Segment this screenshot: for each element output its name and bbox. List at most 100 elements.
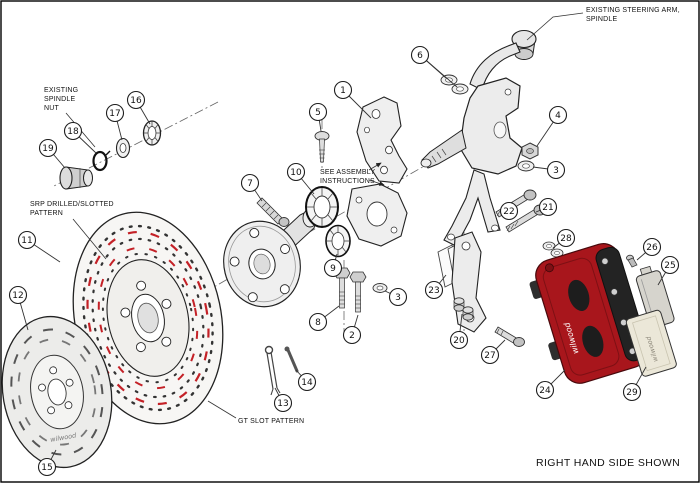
callout-7: 7 (240, 173, 263, 202)
svg-text:16: 16 (130, 96, 142, 106)
callout-29: 29 (622, 366, 647, 402)
svg-text:NUT: NUT (44, 105, 60, 112)
callout-3: 3 (532, 160, 566, 180)
svg-text:24: 24 (539, 386, 551, 396)
callout-10: 10 (286, 162, 315, 195)
callout-8: 8 (308, 305, 340, 332)
callout-26: 26 (636, 237, 662, 261)
svg-text:14: 14 (301, 378, 313, 388)
callout-23: 23 (424, 274, 447, 300)
svg-text:4: 4 (555, 111, 561, 121)
callout-6: 6 (410, 45, 458, 88)
callout-4: 4 (536, 105, 568, 147)
flathead-bolt (314, 131, 330, 163)
svg-text:28: 28 (560, 234, 572, 244)
cotter-pin (264, 345, 281, 396)
caliper: wilwood (529, 243, 649, 384)
flat-washer (372, 283, 388, 293)
svg-text:9: 9 (330, 264, 336, 274)
retaining-ring (92, 150, 111, 172)
svg-text:22: 22 (503, 207, 514, 217)
label-steering-arm: EXISTING STEERING ARM, SPINDLE (526, 7, 680, 41)
callout-27: 27 (480, 339, 506, 365)
svg-text:29: 29 (626, 388, 638, 398)
callout-20: 20 (449, 313, 469, 350)
hub (223, 208, 319, 308)
svg-text:8: 8 (315, 318, 321, 328)
callout-25: 25 (657, 255, 680, 286)
callout-15: 15 (37, 449, 57, 477)
callout-11: 11 (17, 230, 61, 263)
svg-text:EXISTING STEERING ARM,: EXISTING STEERING ARM, (586, 7, 680, 14)
spacers (453, 297, 474, 321)
svg-text:GT SLOT PATTERN: GT SLOT PATTERN (238, 418, 304, 425)
rotor-srp (72, 211, 224, 425)
spindle-nut-hex (521, 142, 539, 160)
callout-24: 24 (535, 369, 566, 400)
label-gt-slot: GT SLOT PATTERN (207, 400, 304, 425)
svg-text:7: 7 (247, 179, 253, 189)
spindle-assembly (420, 29, 537, 247)
label-right-hand: RIGHT HAND SIDE SHOWN (536, 457, 680, 469)
svg-text:SPINDLE: SPINDLE (44, 96, 75, 103)
svg-text:SPINDLE: SPINDLE (586, 16, 617, 23)
link-bolt (494, 326, 525, 347)
brake-pad-inner: wilwood (625, 309, 677, 377)
spindle-pin (420, 129, 467, 169)
rotor-gt: wilwood (1, 315, 113, 469)
callout-13: 13 (273, 387, 293, 413)
tab-washer (115, 137, 131, 159)
svg-text:26: 26 (646, 243, 658, 253)
svg-text:INSTRUCTIONS: INSTRUCTIONS (320, 178, 375, 185)
svg-text:17: 17 (109, 109, 120, 119)
callout-3: 3 (384, 287, 408, 307)
steering-arm (469, 29, 537, 91)
inner-bearing-large (305, 186, 339, 228)
callout-17: 17 (105, 103, 125, 141)
mount-bolt-b (349, 271, 367, 313)
svg-text:19: 19 (42, 144, 54, 154)
svg-text:25: 25 (664, 261, 675, 271)
spindle-washer (517, 160, 535, 172)
callout-2: 2 (342, 314, 362, 345)
svg-text:12: 12 (12, 291, 23, 301)
svg-text:18: 18 (67, 127, 79, 137)
svg-text:13: 13 (277, 399, 288, 409)
callout-16: 16 (126, 90, 151, 125)
svg-text:2: 2 (349, 331, 355, 341)
bracket-upper (356, 96, 408, 184)
callout-5: 5 (308, 102, 328, 132)
svg-text:SEE ASSEMBLY: SEE ASSEMBLY (320, 169, 375, 176)
svg-text:5: 5 (315, 108, 321, 118)
label-srp-pattern: SRP DRILLED/SLOTTED PATTERN (30, 201, 114, 260)
knuckle-arms (443, 169, 501, 247)
svg-text:EXISTING: EXISTING (44, 87, 78, 94)
wheel-stud (256, 197, 290, 227)
svg-text:PATTERN: PATTERN (30, 210, 63, 217)
dowel-pin (284, 346, 299, 373)
svg-text:SRP DRILLED/SLOTTED: SRP DRILLED/SLOTTED (30, 201, 114, 208)
callout-22: 22 (499, 201, 519, 221)
inner-bearing-small (325, 224, 351, 258)
callout-12: 12 (8, 285, 29, 331)
svg-text:6: 6 (417, 51, 423, 61)
caliper-washers (542, 241, 564, 258)
svg-text:27: 27 (484, 351, 495, 361)
bracket-lower (346, 183, 408, 247)
svg-text:1: 1 (340, 86, 346, 96)
svg-text:20: 20 (453, 336, 465, 346)
spindle-body (459, 77, 523, 175)
bleed-screw (626, 254, 638, 268)
svg-text:21: 21 (542, 203, 553, 213)
callout-28: 28 (552, 228, 576, 249)
svg-text:11: 11 (21, 236, 32, 246)
svg-text:3: 3 (395, 293, 401, 303)
svg-text:23: 23 (428, 286, 439, 296)
callout-21: 21 (535, 197, 558, 217)
svg-text:10: 10 (290, 168, 302, 178)
callout-layer: 1233456789101112131415161718192021222324… (8, 45, 680, 477)
callout-18: 18 (63, 121, 97, 154)
callout-1: 1 (333, 80, 372, 119)
label-assembly-note: SEE ASSEMBLY INSTRUCTIONS (320, 162, 385, 186)
